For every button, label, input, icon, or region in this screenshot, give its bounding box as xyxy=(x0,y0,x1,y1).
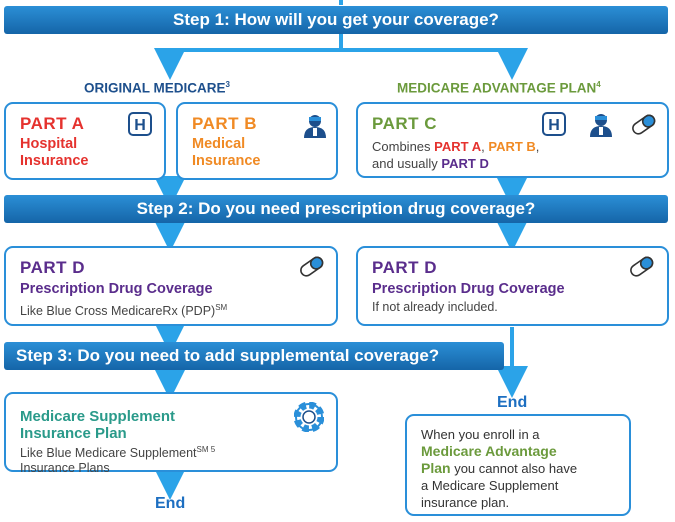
end-right: End xyxy=(497,394,528,411)
hospital-icon: H xyxy=(542,112,566,141)
supplement-box: Medicare Supplement Insurance Plan Like … xyxy=(4,392,338,475)
step3-text: Step 3: Do you need to add supplemental … xyxy=(16,346,440,365)
part-d-right-note: If not already included. xyxy=(372,300,498,314)
part-c-label: PART C xyxy=(372,114,438,133)
part-b-title: Medical Insurance xyxy=(192,136,261,169)
part-c-description: Combines PART A, PART B, and usually PAR… xyxy=(372,139,540,171)
lifebuoy-icon xyxy=(293,401,325,437)
advantage-note-box: When you enroll in a Medicare Advantage … xyxy=(405,414,631,516)
step1-banner: Step 1: How will you get your coverage? xyxy=(4,6,668,34)
part-c-box: PART C Combines PART A, PART B, and usua… xyxy=(356,102,669,178)
part-d-left-note: Like Blue Cross MedicareRx (PDP)SM xyxy=(20,303,228,319)
part-d-right-title: Prescription Drug Coverage xyxy=(372,281,565,297)
step2-banner: Step 2: Do you need prescription drug co… xyxy=(4,195,668,223)
part-a-title: Hospital Insurance xyxy=(20,136,89,169)
part-d-left-label: PART D xyxy=(20,258,86,277)
original-medicare-heading: ORIGINAL MEDICARE3 xyxy=(84,80,230,96)
hospital-icon: H xyxy=(128,112,152,141)
part-a-label: PART A xyxy=(20,114,85,133)
advantage-note-text: When you enroll in a Medicare Advantage … xyxy=(421,427,578,510)
part-d-right-box: PART D Prescription Drug Coverage If not… xyxy=(356,246,669,326)
part-d-left-box: PART D Prescription Drug Coverage Like B… xyxy=(4,246,338,326)
part-b-label: PART B xyxy=(192,114,258,133)
part-d-left-title: Prescription Drug Coverage xyxy=(20,281,213,297)
pill-icon xyxy=(628,256,656,283)
svg-text:H: H xyxy=(134,117,146,134)
doctor-icon xyxy=(588,111,614,142)
part-d-right-label: PART D xyxy=(372,258,438,277)
part-b-box: PART B Medical Insurance xyxy=(176,102,338,180)
pill-icon xyxy=(298,256,326,283)
step3-banner: Step 3: Do you need to add supplemental … xyxy=(4,342,504,370)
svg-text:H: H xyxy=(548,117,560,134)
end-left: End xyxy=(155,495,186,512)
step1-text: Step 1: How will you get your coverage? xyxy=(173,10,499,29)
supplement-note: Like Blue Medicare SupplementSM 5 Insura… xyxy=(20,445,216,476)
part-a-box: PART A Hospital Insurance H xyxy=(4,102,166,180)
medicare-advantage-heading: MEDICARE ADVANTAGE PLAN4 xyxy=(397,80,601,96)
step2-text: Step 2: Do you need prescription drug co… xyxy=(136,199,536,218)
doctor-icon xyxy=(302,112,328,143)
supplement-title: Medicare Supplement Insurance Plan xyxy=(20,408,176,442)
pill-icon xyxy=(630,114,658,141)
